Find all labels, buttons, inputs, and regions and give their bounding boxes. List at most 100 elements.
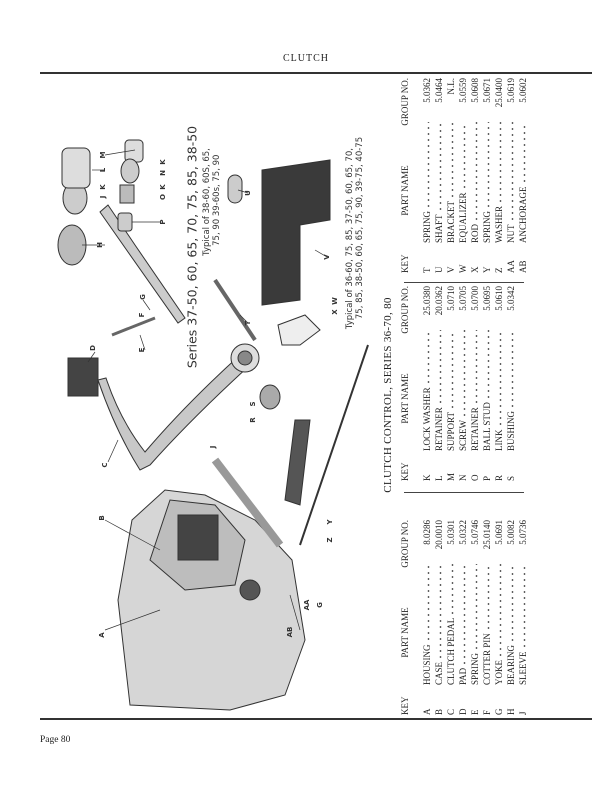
callout-m: M [99,151,107,159]
bushing-part [259,384,281,410]
part-key: Z [494,267,504,274]
part-name: NUT [506,224,516,244]
part-name: SUPPORT [446,412,456,451]
group-number: 5.0691 [494,520,504,545]
part-key: AA [506,260,516,273]
header-name: PART NAME [400,165,410,216]
part-name: LINK [494,429,504,452]
callout-g2: G [316,602,324,608]
part-key: U [434,266,444,274]
part-key: E [470,709,480,716]
link-part [284,419,311,506]
callout-y: Y [326,519,334,525]
part-name: CLUTCH PEDAL [446,617,456,685]
part-name: RETAINER [434,407,444,451]
dot-leader [505,330,514,409]
header-key: KEY [400,462,410,482]
retainer-part [61,147,91,189]
typical-b-line-2: 75, 85, 38-50, 60, 65, 75, 90, 39-75, 40… [355,136,365,320]
part-name: COTTER PIN [482,633,492,685]
dot-leader [493,330,502,428]
part-key: K [422,474,432,482]
callout-e: E [138,347,146,353]
table-row: AA NUT 5.0619 [505,78,517,273]
callout-u: U [244,190,252,196]
table-title: CLUTCH CONTROL, SERIES 36-70, 80 [382,297,394,493]
group-number: 5.0736 [518,520,528,545]
shaft-part [227,174,243,204]
header-key: KEY [400,696,410,716]
group-number: 25.0400 [494,78,504,108]
group-number: N.L. [446,78,456,95]
dot-leader [421,564,430,643]
part-name: BALL STUD [482,402,492,451]
callout-l: L [99,167,107,173]
dot-leader [445,564,454,616]
table-row: B CASE 20.0010 [433,520,445,715]
part-name: CASE [434,661,444,685]
group-number: 5.0342 [506,286,516,311]
part-key: AB [518,260,528,273]
part-name: SHAFT [434,214,444,243]
part-key: B [434,708,444,715]
group-number: 5.0608 [470,78,480,103]
group-number: 8.0286 [422,520,432,545]
callout-v: V [323,254,331,260]
dot-leader [481,122,490,209]
dot-leader [433,564,442,660]
rod-part [299,344,369,546]
dot-leader [469,564,478,651]
part-key: G [494,708,504,716]
callout-ab: AB [286,626,294,638]
dot-leader [445,330,454,411]
part-key: J [518,711,528,715]
callout-k: K [99,184,107,190]
callout-w: W [331,297,339,305]
header-group: GROUP NO. [400,78,410,126]
callout-t: T [244,320,252,326]
dot-leader [457,564,466,666]
typical-b-line-1: Typical of 36-60, 75, 85, 37-50, 60, 65,… [345,148,355,330]
part-name: LOCK WASHER [422,387,432,451]
callout-n: N [159,170,167,176]
part-key: X [470,266,480,274]
dot-leader [481,564,490,632]
part-name: EQUALIZER [458,192,468,244]
part-name: ROD [470,223,480,243]
dot-leader [493,564,502,658]
part-key: O [470,474,480,482]
part-key: N [458,474,468,482]
callout-f: F [138,312,146,318]
group-number: 5.0671 [482,78,492,103]
callout-a: A [98,632,106,638]
part-name: HOUSING [422,644,432,686]
page-number: Page 80 [40,735,71,745]
part-name: WASHER [494,205,504,243]
typical-caption-a: Typical of 38-60, 60S, 65, 75, 90 39-60s… [202,148,222,256]
group-number: 5.0610 [494,286,504,311]
dot-leader [481,330,490,401]
part-key: F [482,709,492,715]
group-number: 5.0619 [506,78,516,103]
callout-z: Z [326,537,334,543]
part-key: V [446,266,456,274]
part-key: L [434,475,444,482]
callout-k2: K [159,184,167,190]
sleeve-boot [211,457,284,548]
group-number: 20.0010 [434,520,444,550]
